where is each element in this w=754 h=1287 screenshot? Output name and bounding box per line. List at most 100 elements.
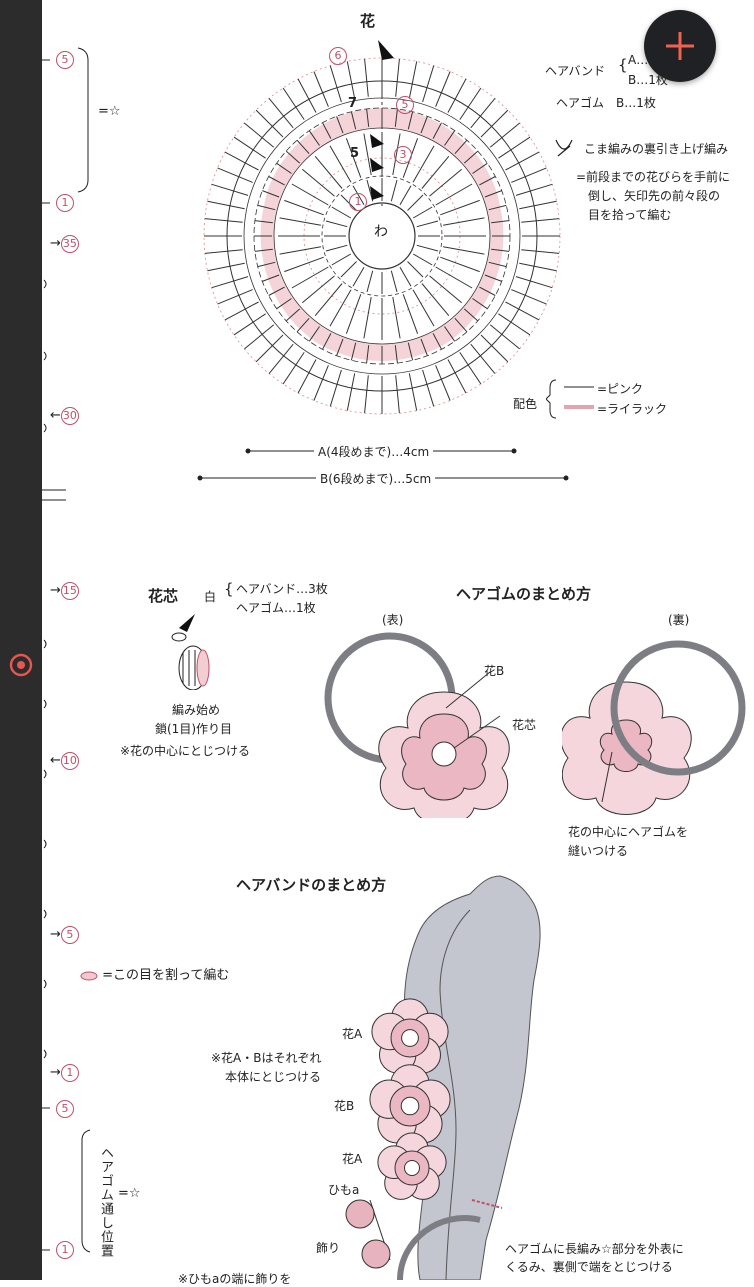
stitch-mark [429, 168, 463, 197]
stitch-mark [489, 324, 520, 350]
stitch-mark [444, 130, 456, 146]
row-plain-7: 7 [348, 96, 358, 111]
stitch-mark [416, 220, 439, 228]
stitch-mark [443, 217, 485, 226]
core-title: 花芯 [148, 587, 179, 605]
stitch-mark [255, 334, 284, 363]
stitch-mark [276, 162, 292, 174]
stitch-mark [420, 116, 428, 134]
hairtie-sew-1: 花の中心にヘアゴムを [568, 825, 689, 839]
stitch-mark [408, 373, 418, 411]
stitch-mark [308, 130, 320, 146]
stitch-mark [352, 266, 365, 287]
stitch-mark [363, 133, 372, 175]
stitch-mark [463, 308, 479, 322]
stitch-mark [314, 155, 343, 189]
stitch-mark [472, 162, 488, 174]
stitch-mark [291, 266, 329, 289]
stitch-mark [282, 352, 305, 385]
stitch-mark [268, 176, 285, 186]
headband-note-2: 本体にとじつける [225, 1070, 322, 1084]
stitch-mark [331, 206, 352, 219]
stitch-mark [402, 294, 419, 334]
stitch-mark [407, 111, 414, 130]
add-button[interactable] [644, 10, 716, 82]
headband-title: ヘアバンドのまとめ方 [236, 876, 387, 894]
stitch-mark [340, 261, 357, 278]
core-start-2: 鎖(1目)作り目 [155, 722, 232, 736]
stitch-mark [421, 283, 450, 317]
stitch-mark [519, 200, 557, 210]
stitch-mark [422, 65, 435, 103]
stitch-mark [346, 61, 356, 99]
stitch-mark [336, 338, 344, 356]
core-start-1: 編み始め [172, 703, 221, 717]
stitch-mark [479, 286, 496, 296]
stitch-mark [296, 317, 310, 333]
stitch-mark [511, 167, 547, 183]
stitch-mark [329, 65, 342, 103]
stitch-mark [444, 326, 456, 342]
row-num-5: 5 [396, 96, 414, 114]
core-attach: ※花の中心にとじつける [120, 744, 251, 758]
stitch-mark [364, 375, 369, 414]
hairtie-front-diagram [324, 632, 510, 818]
stitch-mark [472, 298, 488, 310]
stitch-mark [314, 283, 343, 317]
stitch-mark [204, 249, 243, 254]
stitch-mark [399, 266, 412, 287]
core-diagram [171, 614, 210, 690]
stitch-mark [491, 248, 510, 252]
stitch-mark [489, 122, 520, 148]
headband-cut-note: ※ひもaの端に飾りを [178, 1272, 292, 1286]
stitch-mark [329, 145, 352, 183]
stitch-mark [282, 87, 305, 120]
stitch-mark [322, 122, 332, 139]
stitch-mark [254, 220, 273, 224]
row-num-6: 6 [329, 47, 347, 65]
stitch-mark [297, 78, 317, 113]
stitch-mark [470, 343, 496, 374]
stitch-mark [505, 151, 540, 171]
stitch-mark [470, 98, 496, 129]
stitch-mark [459, 87, 482, 120]
stitch-mark [484, 274, 502, 282]
stitch-mark [498, 313, 531, 336]
stitch-mark [233, 313, 266, 336]
arrow-1: →1 [50, 1064, 79, 1082]
stitch-mark [331, 253, 352, 266]
stitch-mark [435, 266, 473, 289]
hairtie-title: ヘアゴムのまとめ方 [456, 585, 592, 603]
headband-flower-b: 花B [334, 1099, 355, 1113]
stitch-mark [296, 139, 310, 155]
stitch-mark [511, 289, 547, 305]
stitch-mark [285, 308, 301, 322]
usage-headband-label: ヘアバンド [545, 64, 606, 78]
stitch-mark [350, 111, 357, 130]
row-label-5-bot: 5 [56, 1100, 74, 1118]
stitch-mark [521, 249, 560, 254]
row-label-1-bot: 1 [56, 1241, 74, 1259]
stitch-mark [488, 204, 507, 211]
target-icon[interactable] [8, 652, 34, 678]
stitch-mark [420, 338, 428, 356]
stitch-mark [366, 108, 370, 127]
stitch-mark [276, 298, 292, 310]
stitch-mark [412, 206, 433, 219]
stitch-mark [268, 343, 294, 374]
stitch-mark [435, 183, 473, 206]
row-label-5-top: 5 [56, 51, 74, 69]
row-num-1: 1 [349, 193, 367, 211]
stitch-mark [244, 122, 275, 148]
stitch-mark [291, 183, 329, 206]
stitch-mark [207, 262, 245, 272]
stitch-mark [322, 333, 332, 350]
flower-chart [203, 40, 561, 415]
stitch-mark [515, 183, 553, 196]
flower-title: 花 [360, 12, 376, 30]
stitch-mark [488, 261, 507, 268]
stitch-mark [233, 136, 266, 159]
stitch-mark [308, 326, 320, 342]
stitch-mark [491, 220, 510, 224]
stitch-mark [463, 150, 479, 164]
